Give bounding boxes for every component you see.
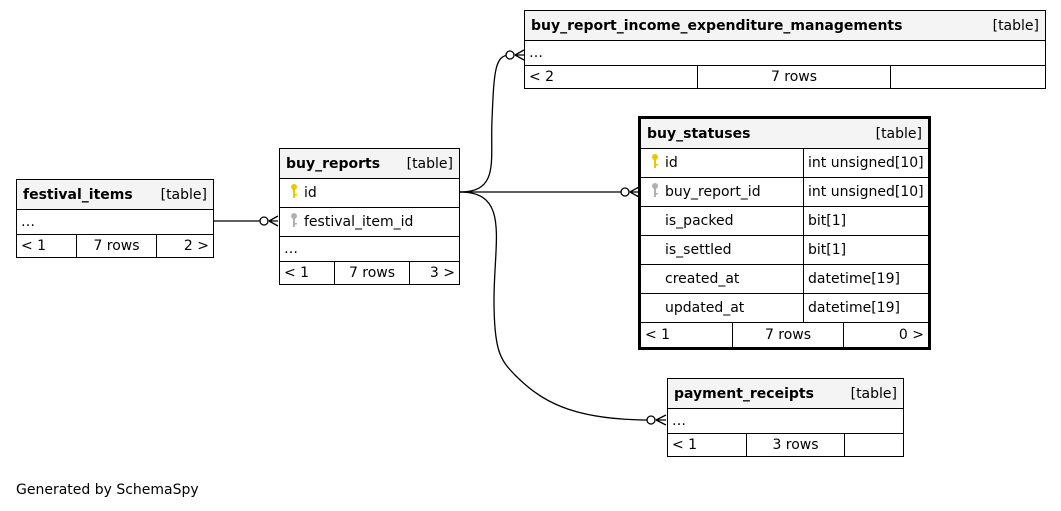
table-footer: < 2 7 rows bbox=[525, 66, 1045, 88]
column-type: datetime[19] bbox=[803, 294, 928, 322]
column-name: created_at bbox=[665, 271, 740, 287]
column-type: bit[1] bbox=[803, 207, 928, 235]
children-count[interactable]: 0 > bbox=[843, 323, 928, 347]
primary-key-icon bbox=[284, 183, 304, 203]
column-type: datetime[19] bbox=[803, 265, 928, 293]
table-header: payment_receipts [table] bbox=[668, 379, 903, 409]
parents-count[interactable]: < 2 bbox=[529, 69, 555, 85]
table-kind: [table] bbox=[850, 385, 897, 402]
table-name: buy_statuses bbox=[647, 125, 751, 142]
table-buy-statuses[interactable]: buy_statuses [table] id int unsigned[10]… bbox=[638, 116, 931, 350]
ellipsis-row: … bbox=[525, 41, 1045, 66]
children-count[interactable]: 3 > bbox=[409, 262, 459, 284]
column-name: festival_item_id bbox=[304, 214, 414, 230]
column-name: is_packed bbox=[665, 213, 734, 229]
ellipsis-row: … bbox=[668, 409, 903, 434]
column-row[interactable]: id bbox=[280, 179, 459, 208]
table-footer: < 1 3 rows bbox=[668, 434, 903, 456]
ellipsis: … bbox=[21, 214, 35, 230]
table-festival-items[interactable]: festival_items [table] … < 1 7 rows 2 > bbox=[16, 179, 214, 258]
row-count: 7 rows bbox=[334, 262, 409, 284]
table-kind: [table] bbox=[992, 17, 1039, 34]
table-buy-reports[interactable]: buy_reports [table] id festival_item_id … bbox=[279, 148, 460, 285]
parents-count[interactable]: < 1 bbox=[672, 437, 698, 453]
column-name: id bbox=[665, 155, 678, 171]
table-kind: [table] bbox=[160, 186, 207, 203]
children-count[interactable]: 2 > bbox=[156, 235, 213, 257]
table-name: festival_items bbox=[23, 186, 133, 203]
column-name: updated_at bbox=[665, 300, 745, 316]
table-footer: < 1 7 rows 0 > bbox=[641, 323, 928, 347]
column-row[interactable]: is_packed bit[1] bbox=[641, 207, 928, 236]
column-type: int unsigned[10] bbox=[803, 149, 928, 177]
table-buy-report-income-expenditure-managements[interactable]: buy_report_income_expenditure_management… bbox=[524, 10, 1046, 89]
ellipsis-row: … bbox=[280, 237, 459, 262]
table-footer: < 1 7 rows 3 > bbox=[280, 262, 459, 284]
column-name: id bbox=[304, 185, 317, 201]
table-header: buy_statuses [table] bbox=[641, 119, 928, 149]
table-kind: [table] bbox=[406, 155, 453, 172]
column-row[interactable]: updated_at datetime[19] bbox=[641, 294, 928, 323]
table-name: payment_receipts bbox=[674, 385, 814, 402]
column-type: bit[1] bbox=[803, 236, 928, 264]
column-row[interactable]: id int unsigned[10] bbox=[641, 149, 928, 178]
column-row[interactable]: festival_item_id bbox=[280, 208, 459, 237]
table-name: buy_reports bbox=[286, 155, 381, 172]
table-name: buy_report_income_expenditure_management… bbox=[531, 17, 903, 34]
table-footer: < 1 7 rows 2 > bbox=[17, 235, 213, 257]
ellipsis-row: … bbox=[17, 210, 213, 235]
column-name: buy_report_id bbox=[665, 184, 761, 200]
table-kind: [table] bbox=[875, 125, 922, 142]
parents-count[interactable]: < 1 bbox=[645, 327, 671, 343]
children-count[interactable] bbox=[844, 434, 903, 456]
row-count: 7 rows bbox=[697, 66, 890, 88]
relation-buy-reports-income-expenditure bbox=[459, 54, 511, 193]
table-header: festival_items [table] bbox=[17, 180, 213, 210]
parents-count[interactable]: < 1 bbox=[21, 238, 47, 254]
relation-buy-reports-payment-receipts bbox=[459, 191, 651, 421]
column-name: is_settled bbox=[665, 242, 732, 258]
ellipsis: … bbox=[672, 413, 686, 429]
table-payment-receipts[interactable]: payment_receipts [table] … < 1 3 rows bbox=[667, 378, 904, 457]
column-row[interactable]: buy_report_id int unsigned[10] bbox=[641, 178, 928, 207]
foreign-key-icon bbox=[284, 212, 304, 232]
primary-key-icon bbox=[645, 153, 665, 173]
column-row[interactable]: is_settled bit[1] bbox=[641, 236, 928, 265]
children-count[interactable] bbox=[890, 66, 1045, 88]
ellipsis: … bbox=[529, 45, 543, 61]
column-row[interactable]: created_at datetime[19] bbox=[641, 265, 928, 294]
table-header: buy_reports [table] bbox=[280, 149, 459, 179]
ellipsis: … bbox=[284, 241, 298, 257]
row-count: 3 rows bbox=[746, 434, 844, 456]
column-type: int unsigned[10] bbox=[803, 178, 928, 206]
table-header: buy_report_income_expenditure_management… bbox=[525, 11, 1045, 41]
foreign-key-icon bbox=[645, 182, 665, 202]
generated-by-note: Generated by SchemaSpy bbox=[16, 482, 199, 498]
parents-count[interactable]: < 1 bbox=[284, 265, 310, 281]
row-count: 7 rows bbox=[76, 235, 156, 257]
row-count: 7 rows bbox=[732, 323, 843, 347]
